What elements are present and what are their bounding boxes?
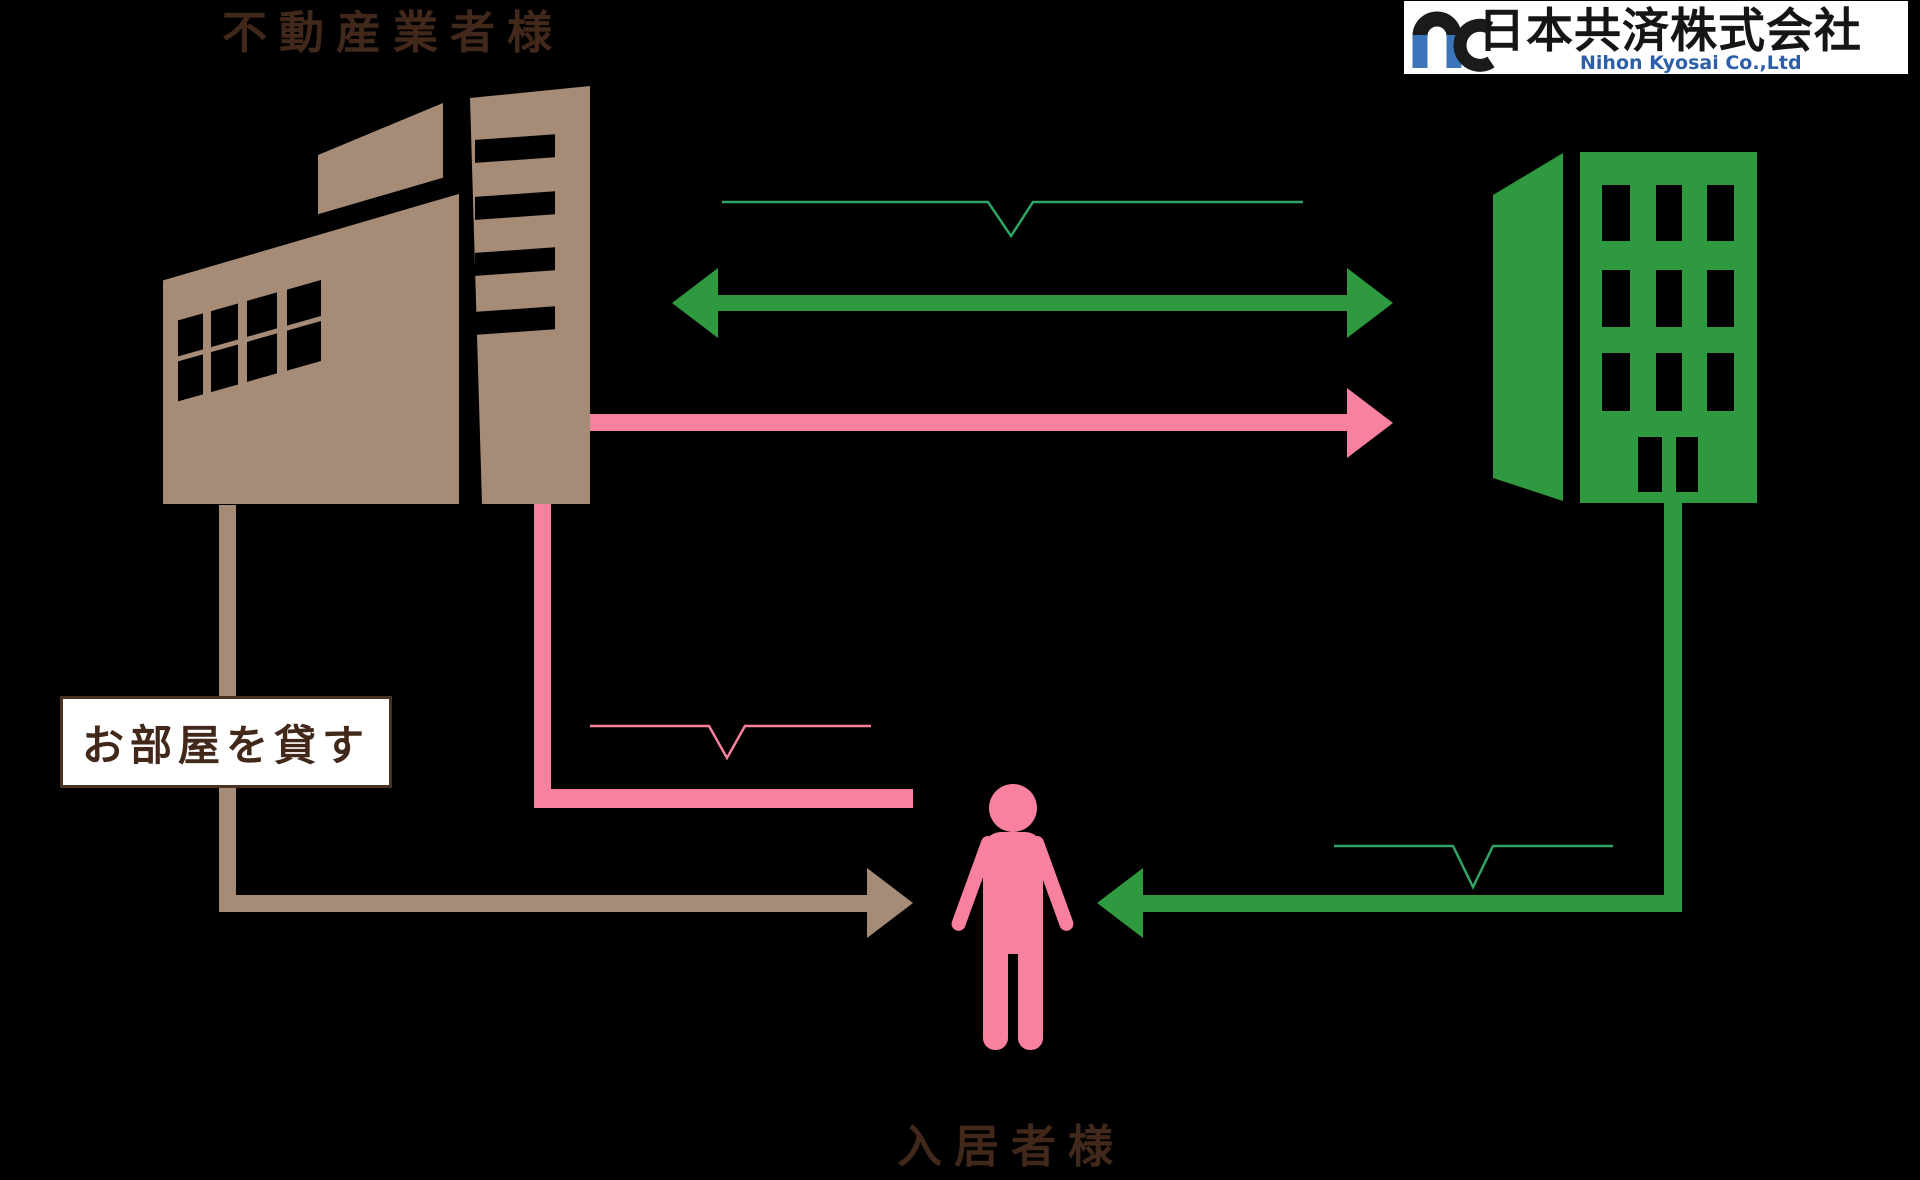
bracket-top-green	[722, 200, 1303, 239]
tenant-person-icon	[951, 784, 1074, 1050]
company-logo: 日本共済株式会社 Nihon Kyosai Co.,Ltd	[1404, 1, 1908, 74]
elbow-line-pink-icon	[534, 504, 913, 808]
realtor-label: 不動産業者様	[222, 6, 565, 59]
tenant-label: 入居者様	[897, 1120, 1126, 1173]
bracket-bottom-green	[1334, 844, 1613, 890]
elbow-arrow-green-icon	[1097, 503, 1682, 938]
company-name-english: Nihon Kyosai Co.,Ltd	[1580, 52, 1802, 74]
company-name-kanji: 日本共済株式会社	[1478, 4, 1862, 59]
double-arrow-green-icon	[672, 268, 1393, 338]
nc-logomark-icon	[1412, 11, 1495, 72]
room-rent-label: お部屋を貸す	[81, 720, 370, 770]
company-building-icon	[1493, 152, 1757, 503]
arrow-pink-right-icon	[588, 388, 1393, 458]
bracket-pink	[590, 724, 871, 761]
room-rent-label-box: お部屋を貸す	[60, 696, 392, 788]
realtor-building-icon	[153, 86, 590, 504]
